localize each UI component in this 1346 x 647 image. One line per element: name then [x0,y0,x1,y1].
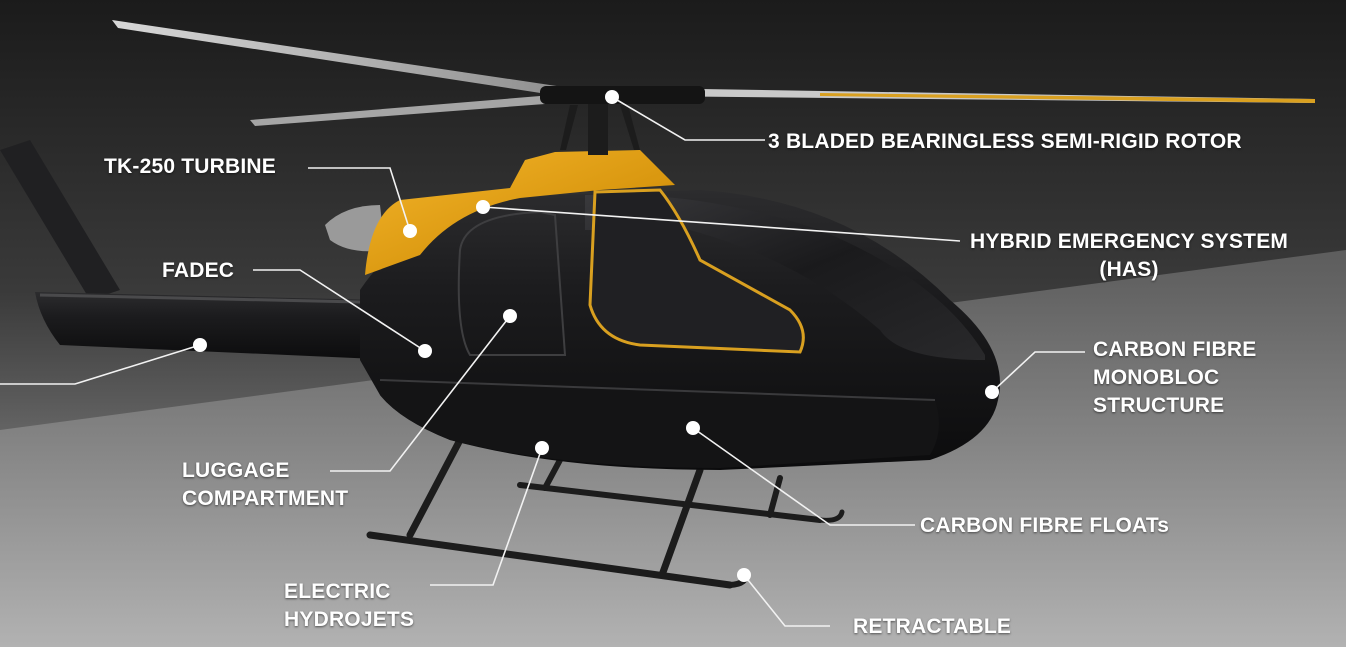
rotor-mast [560,100,640,155]
leader-fadec [253,269,426,352]
door-window [588,188,805,354]
leader-tail [0,344,201,385]
leader-floats [692,427,915,526]
leader-structure [991,351,1085,393]
label-fadec: FADEC [162,259,235,282]
rear-door [457,210,567,356]
dot-retractable [737,568,751,582]
dot-luggage [503,309,517,323]
label-structure-line3: STRUCTURE [1093,394,1225,417]
dot-turbine [403,224,417,238]
label-luggage-line1: LUGGAGE [182,459,290,482]
label-hybrid-line1: HYBRID EMERGENCY SYSTEM [970,230,1289,253]
label-structure-line1: CARBON FIBRE [1093,338,1257,361]
dot-floats [686,421,700,435]
label-hydrojets-line2: HYDROJETS [284,608,415,631]
label-hybrid: HYBRID EMERGENCY SYSTEM (HAS) [970,228,1288,284]
dot-rotor [605,90,619,104]
dot-fadec [418,344,432,358]
engine-cowling [365,150,675,275]
tail-boom [0,140,400,360]
label-luggage: LUGGAGE COMPARTMENT [182,457,348,513]
label-rotor: 3 BLADED BEARINGLESS SEMI-RIGID ROTOR [768,128,1242,156]
label-structure-line2: MONOBLOC [1093,366,1220,389]
label-structure: CARBON FIBRE MONOBLOC STRUCTURE [1093,336,1256,420]
float-band [380,380,939,468]
leader-retractable [743,574,830,627]
dot-tail [193,338,207,352]
label-luggage-line2: COMPARTMENT [182,487,349,510]
leader-lines [0,96,1085,627]
leader-luggage [330,315,511,472]
leader-hydrojets [430,447,543,586]
leader-rotor [611,96,765,141]
label-hydrojets: ELECTRIC HYDROJETS [284,578,414,634]
leader-turbine [308,167,411,232]
label-rotor-rest: BEARINGLESS SEMI-RIGID ROTOR [880,130,1242,153]
label-retractable: RETRACTABLE [853,615,1012,638]
dot-structure [985,385,999,399]
label-hydrojets-line1: ELECTRIC [284,580,391,603]
cockpit-glass [585,194,985,360]
exhaust [325,205,385,252]
dot-hydrojets [535,441,549,455]
rotor-blades [112,20,1315,126]
dot-hybrid [476,200,490,214]
callout-dots [193,90,999,582]
label-turbine: TK-250 TURBINE [104,155,276,178]
leader-hybrid [482,206,961,242]
label-rotor-count: 3 [768,130,780,153]
label-rotor-word: BLADED [785,130,875,153]
label-floats: CARBON FIBRE FLOATs [920,514,1170,537]
label-hybrid-line2: (HAS) [1099,258,1159,281]
